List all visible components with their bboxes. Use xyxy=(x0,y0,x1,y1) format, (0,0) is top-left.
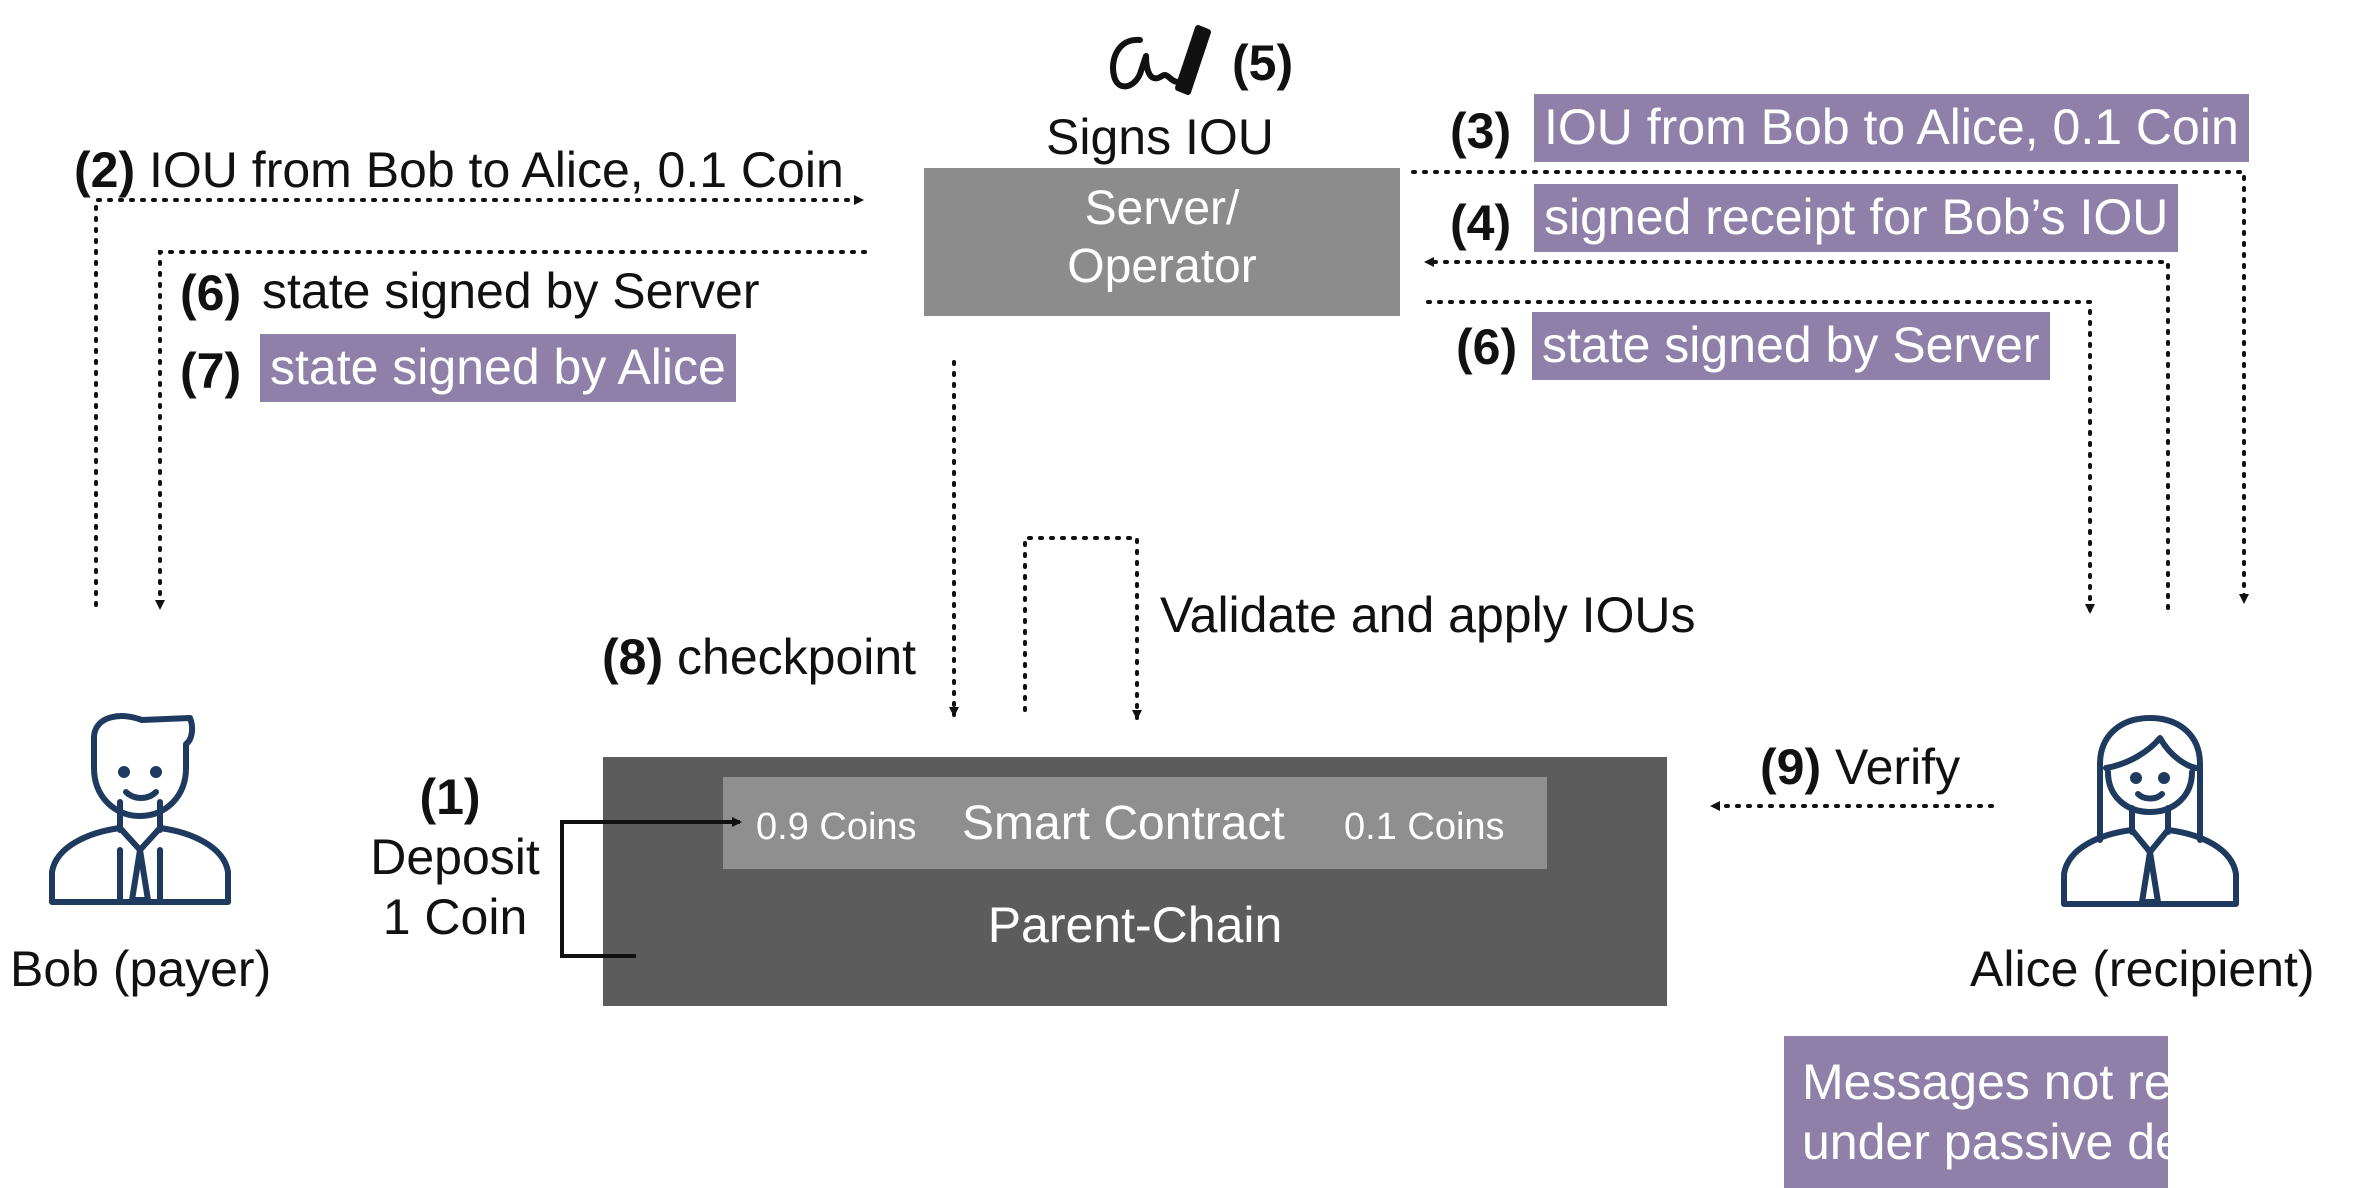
step-1-line1: Deposit xyxy=(370,829,540,885)
alice-person-icon xyxy=(2061,715,2239,907)
step-6b-text: state signed by Server xyxy=(1532,312,2050,380)
step-7-number: (7) xyxy=(180,343,242,399)
arrow-server-to-alice-state xyxy=(1426,300,2095,614)
step-2-label: (2) IOU from Bob to Alice, 0.1 Coin xyxy=(74,145,844,195)
step-1-line2: 1 Coin xyxy=(382,889,528,945)
step-8-number: (8) xyxy=(602,629,664,685)
server-label: Server/ Operator xyxy=(924,180,1400,295)
step-6a-text: state signed by Server xyxy=(262,263,760,319)
alice-label: Alice (recipient) xyxy=(1970,941,2315,997)
step-9-text: Verify xyxy=(1835,739,1961,795)
signs-iou-label: Signs IOU xyxy=(1046,109,1274,165)
server-label-line2: Operator xyxy=(1067,239,1257,293)
arrow-server-to-bob xyxy=(155,250,867,610)
right-coin-amount: 0.1 Coins xyxy=(1344,806,1505,848)
step-4-text: signed receipt for Bob’s IOU xyxy=(1534,184,2179,252)
signature-pen-icon xyxy=(1110,25,1211,95)
step-6a-number: (6) xyxy=(180,265,242,321)
legend-line2: under passive delivery xyxy=(1802,1114,2300,1170)
step-3-text: IOU from Bob to Alice, 0.1 Coin xyxy=(1534,94,2249,162)
step-6b-number: (6) xyxy=(1456,319,1518,375)
legend-line1: Messages not required xyxy=(1802,1054,2311,1110)
step-4-number: (4) xyxy=(1450,195,1512,251)
validate-label: Validate and apply IOUs xyxy=(1160,587,1696,643)
bob-label: Bob (payer) xyxy=(10,941,272,997)
step-3-number: (3) xyxy=(1450,103,1512,159)
arrow-bob-to-server xyxy=(94,195,864,607)
server-label-line1: Server/ xyxy=(1084,182,1240,235)
step-8-text: checkpoint xyxy=(677,629,917,685)
left-coin-amount: 0.9 Coins xyxy=(756,806,917,848)
step-1-number: (1) xyxy=(419,769,481,825)
step-5-number: (5) xyxy=(1232,35,1294,91)
deposit-bracket xyxy=(560,817,742,958)
step-2-number: (2) xyxy=(74,142,136,198)
parent-chain-label: Parent-Chain xyxy=(987,897,1283,953)
step-2-text: IOU from Bob to Alice, 0.1 Coin xyxy=(149,142,844,198)
step-7-text: state signed by Alice xyxy=(260,334,736,402)
step-8-label: (8) checkpoint xyxy=(602,632,916,682)
bob-person-icon xyxy=(49,713,231,905)
step-9-label: (9) Verify xyxy=(1760,742,1960,792)
server-box xyxy=(924,168,1400,316)
smart-contract-label: Smart Contract xyxy=(962,797,1285,850)
step-9-number: (9) xyxy=(1760,739,1822,795)
smart-contract-box xyxy=(723,777,1547,869)
arrow-validate-loop xyxy=(1023,536,1142,720)
legend-box: Messages not required under passive deli… xyxy=(1784,1036,2311,1188)
arrow-server-to-alice-iou xyxy=(1411,170,2249,604)
